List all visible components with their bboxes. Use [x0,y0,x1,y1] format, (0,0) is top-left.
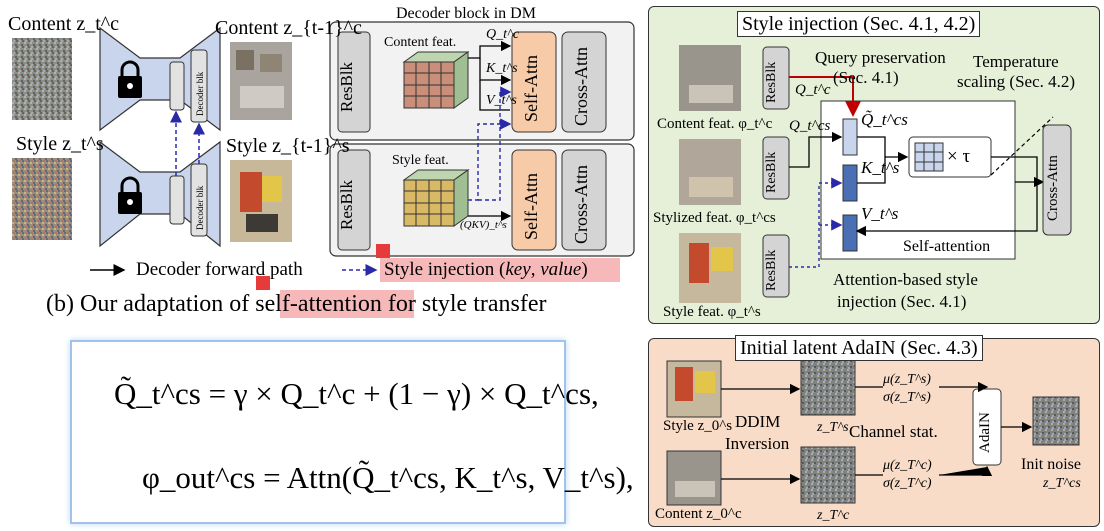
decoder-block-top-panel [329,21,635,141]
ddim-label: DDIM [735,412,781,431]
content-feat-label: Content feat. [384,35,457,50]
mu-s-label: μ(z_T^s) [883,372,931,387]
zT-s-label: z_T^s [817,420,849,435]
cross-attn-box [1042,124,1072,236]
channel-stat-label: Channel stat. [849,422,938,441]
k-s-label: K_t^s [861,158,900,177]
adain-diagram [666,358,1080,506]
panel-b-diagram: Decoder blk Decoder blk [12,21,635,318]
attention-based: Attention-based style [833,270,978,289]
query-preservation-sec: (Sec. 4.1) [833,68,899,87]
sigma-s-label: σ(z_T^s) [883,390,931,405]
self-attention-label: Self-attention [903,238,991,255]
style-injection-diagram [679,45,1072,303]
equation-1: Q̃_t^cs = γ × Q_t^c + (1 − γ) × Q_t^cs, [114,376,599,411]
adain-label: AdaIN [977,412,993,453]
decoder-blk-top [190,49,208,123]
style-feature-cube [402,169,470,227]
resblk-s [762,234,790,298]
zT-c-label: z_T^c [817,508,850,523]
resblk-label-bottom: ResBlk [337,179,356,230]
lock-icon-bottom [118,176,142,214]
resblk-s-label: ResBlk [764,249,779,291]
self-attn-top [511,31,557,133]
content-zt1-label: Content z_{t-1}^c [215,17,362,39]
panel-b: Decoder blk Decoder blk Content z_t^c Co… [0,0,640,320]
style-injection-panel: Style injection (Sec. 4.1, 4.2) Query pr… [648,6,1100,324]
stylized-feat-label: Stylized feat. φ_t^cs [653,210,776,226]
inversion-label: Inversion [725,434,790,453]
q-tilde-bar [842,118,858,156]
temperature: Temperature [973,52,1059,71]
k-label: K_t^s [486,61,518,76]
resblk-c-label: ResBlk [764,61,779,103]
adain-panel: Initial latent AdaIN (Sec. 4.3) Style z_… [648,335,1100,527]
zT-s-image [800,358,856,416]
init-noise-label: Init noise [1021,456,1081,473]
style-zt-label: Style z_t^s [16,133,104,155]
style-feat-label-si: Style feat. φ_t^s [663,304,761,320]
v-s-label: V_t^s [861,204,899,223]
adain-title: Initial latent AdaIN (Sec. 4.3) [735,335,983,361]
resblk-top [337,31,371,133]
times-tau-label: × τ [947,146,971,167]
content-z0-label: Content z_0^c [655,506,742,522]
decoder-blk-label-bottom: Decoder blk [195,185,205,230]
cross-attn-bottom [561,149,607,251]
zT-cs-label: z_T^cs [1043,476,1081,491]
q-label: Q_t^c [486,27,520,42]
mu-c-label: μ(z_T^c) [883,458,932,473]
style-zt1-label: Style z_{t-1}^s [226,135,350,157]
legend-forward: Decoder forward path [136,259,303,280]
resblk-label-top: ResBlk [337,61,356,112]
qkv-label: (QKV)_t^s [460,219,507,231]
q-tilde-label: Q̃_t^cs [861,110,908,129]
panel-b-caption: (b) Our adaptation of self-attention for… [46,291,547,317]
cross-attn-label-top: Cross-Attn [571,46,591,126]
resblk-cs [762,136,790,200]
lock-icon-top [118,60,142,98]
v-bar [842,214,858,252]
legend-injection: Style injection (key, value) [384,259,588,280]
v-label: V_t^s [486,93,517,108]
cross-attn-top [561,31,607,133]
content-zt-image [12,38,72,120]
self-attn-label-top: Self-Attn [521,55,541,122]
style-z0-label: Style z_0^s [663,418,733,434]
decoder-block-title: Decoder block in DM [396,5,536,22]
resblk-bottom [337,149,371,251]
style-feat-label: Style feat. [392,153,449,168]
q-cs-label: Q_t^cs [789,118,831,134]
zT-c-image [800,446,856,504]
content-zt-label: Content z_t^c [8,13,120,35]
equation-2: φ_out^cs = Attn(Q̃_t^cs, K_t^s, V_t^s), [142,460,634,495]
equation-box: Q̃_t^cs = γ × Q_t^c + (1 − γ) × Q_t^cs, … [70,340,634,524]
q-c-label: Q_t^c [795,82,831,98]
cross-attn-label-bottom: Cross-Attn [571,164,591,244]
temperature-sec: scaling (Sec. 4.2) [957,72,1076,91]
cross-attn-label-si: Cross-Attn [1045,155,1061,221]
content-feature-cube [402,51,470,109]
unet-bottom [99,140,221,248]
init-noise-image [1032,396,1080,446]
k-bar [842,164,858,202]
unet-top [99,26,221,132]
self-attn-bottom [511,149,557,251]
attention-based-sec: injection (Sec. 4.1) [837,292,967,311]
content-feat-label-si: Content feat. φ_t^c [657,116,773,132]
query-preservation: Query preservation [815,48,946,67]
decoder-blk-label-top: Decoder blk [195,71,205,116]
attn-grid [914,142,944,172]
resblk-cs-label: ResBlk [764,151,779,193]
self-attn-label-bottom: Self-Attn [521,173,541,240]
style-zt-image [12,158,72,240]
style-injection-title: Style injection (Sec. 4.1, 4.2) [737,11,981,37]
sigma-c-label: σ(z_T^c) [883,476,932,491]
